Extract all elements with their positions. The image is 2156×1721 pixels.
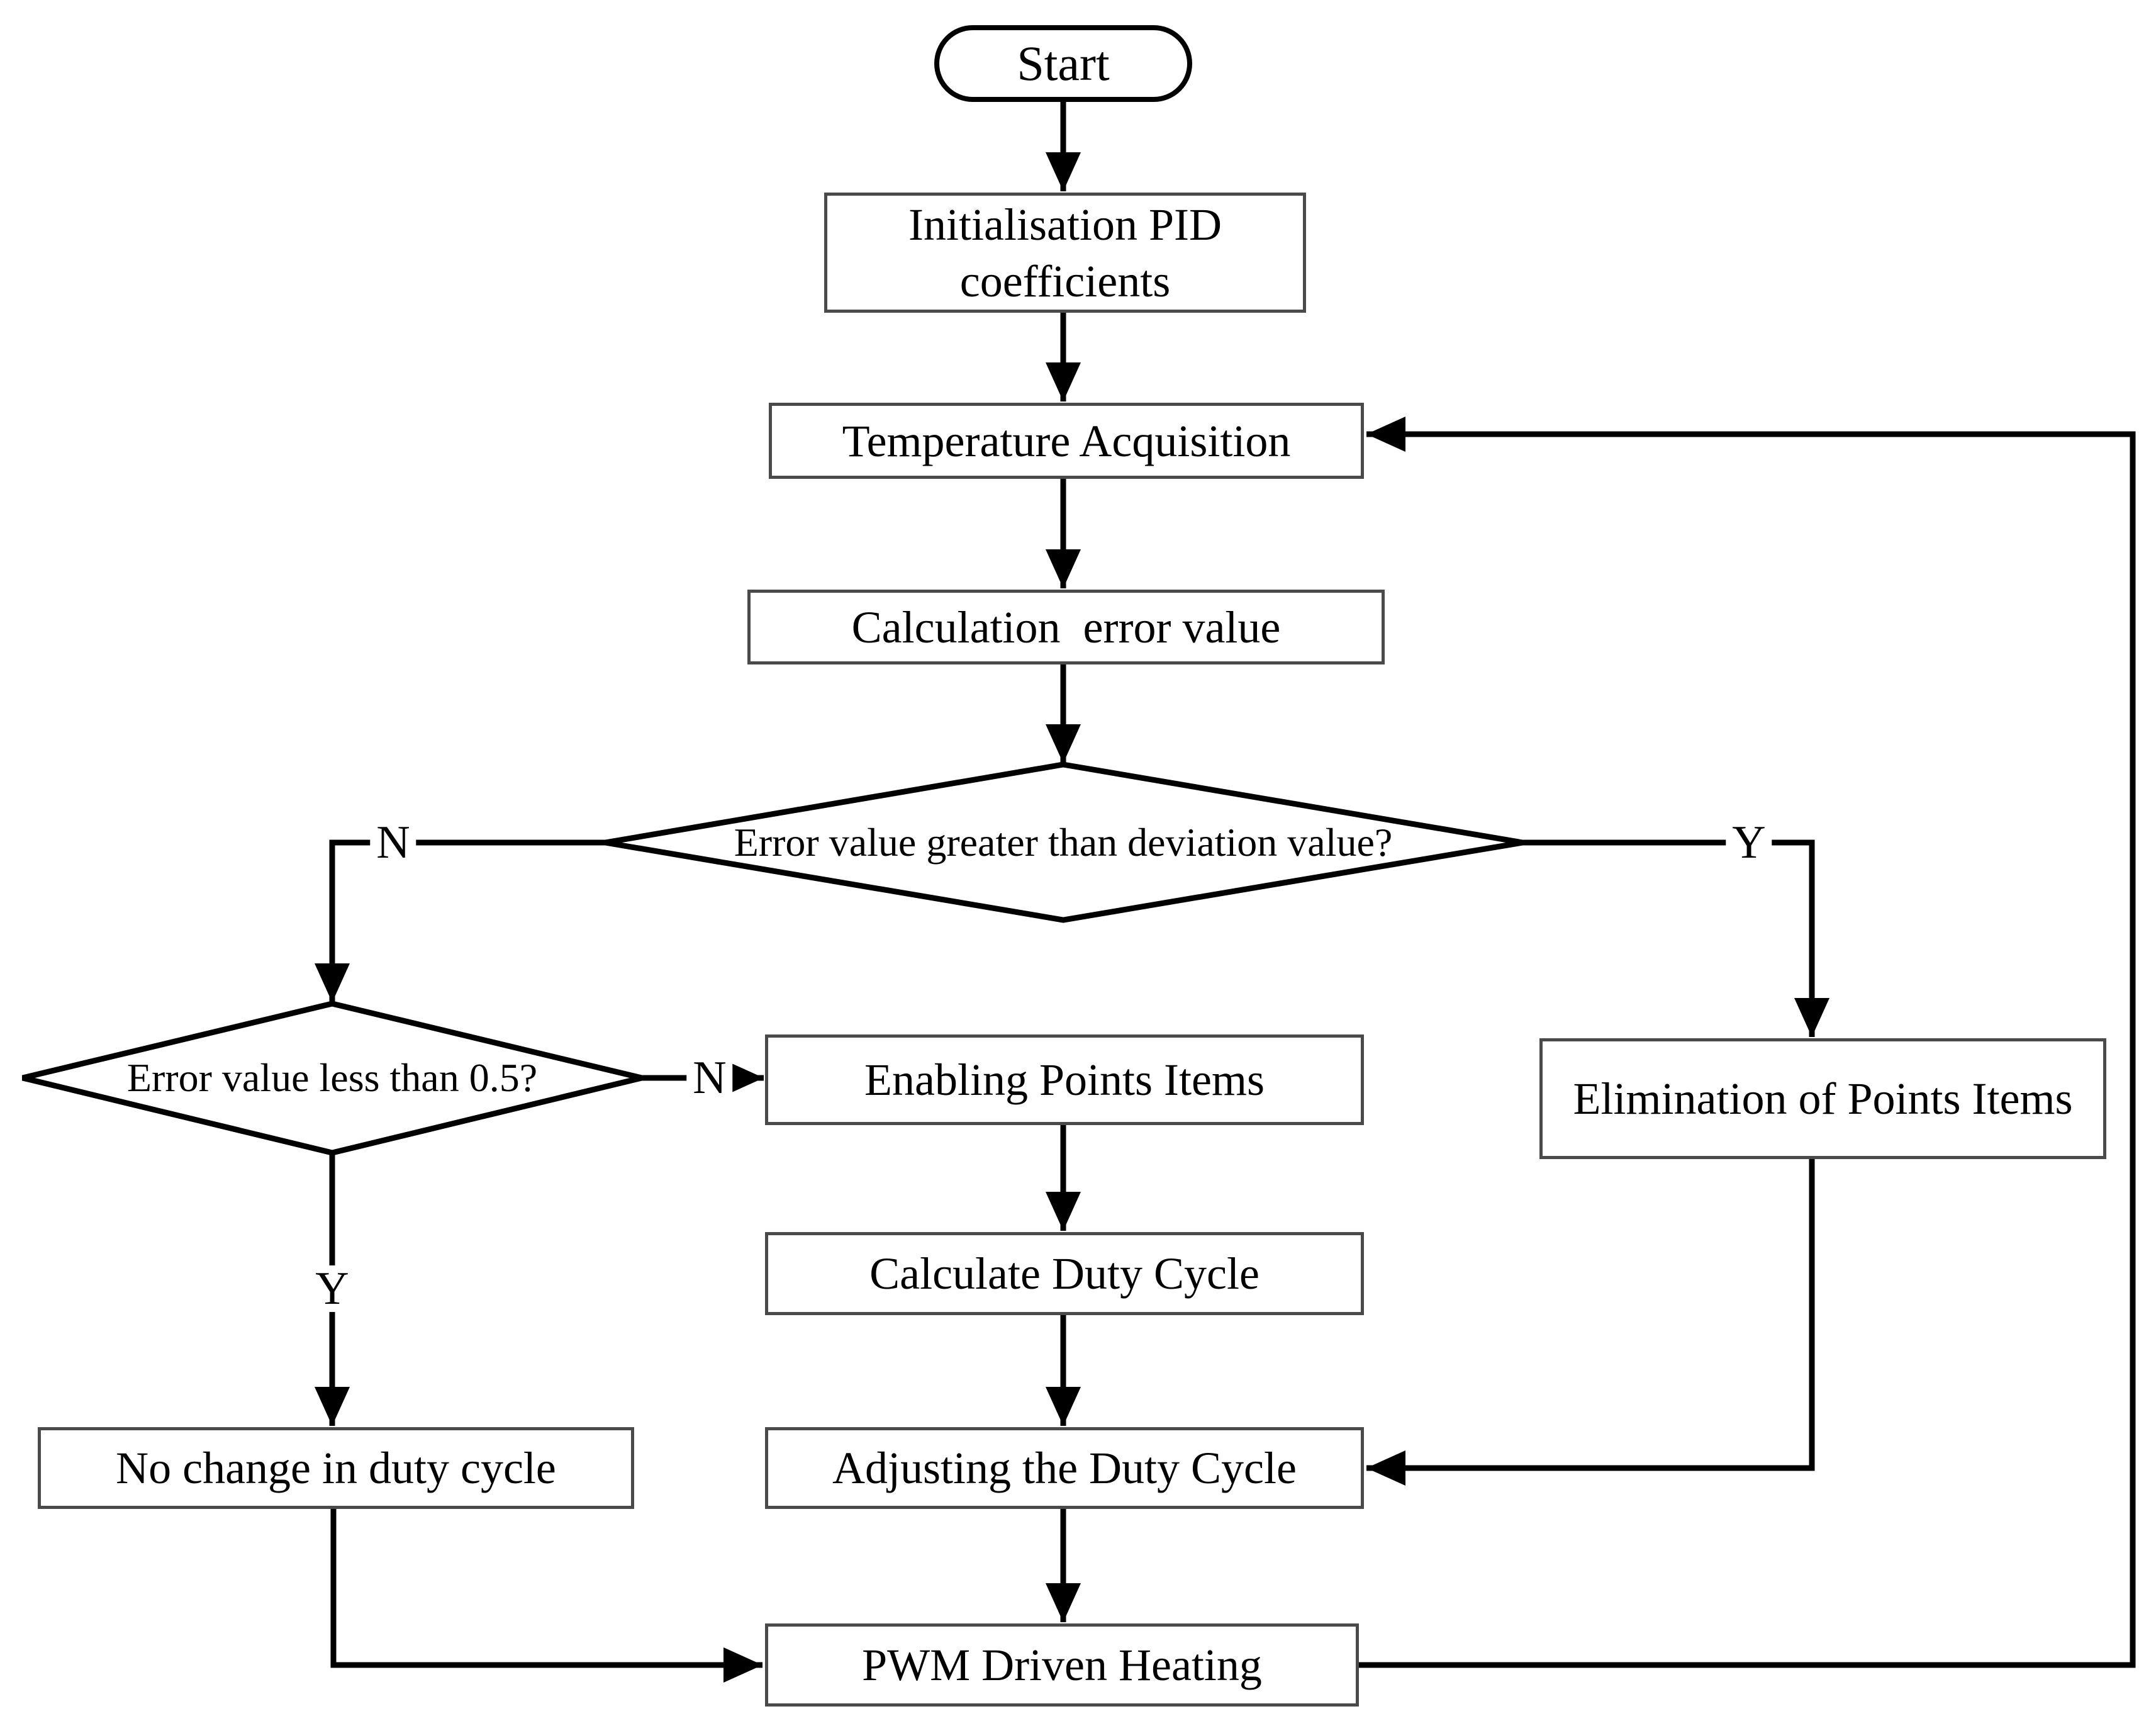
process-pwm-driven-heating: PWM Driven Heating — [765, 1623, 1359, 1707]
decision-half-label: Error value less than 0.5? — [126, 1055, 538, 1100]
process-enabling-points-items: Enabling Points Items — [765, 1034, 1364, 1125]
branch-label-deviation-no: N — [370, 819, 416, 866]
branch-label-half-no: N — [686, 1055, 733, 1101]
edge-deviation-yes-to-elimination — [1522, 839, 1829, 1037]
branch-label-deviation-yes: Y — [1726, 819, 1772, 866]
process-calculation-error-value: Calculation error value — [747, 590, 1385, 664]
edge-elimination-to-adjusting — [1366, 1159, 1815, 1486]
edge-nochange-to-pwm — [330, 1509, 762, 1683]
branch-label-half-yes: Y — [309, 1265, 355, 1312]
process-calculate-duty-cycle: Calculate Duty Cycle — [765, 1232, 1364, 1315]
process-temperature-acquisition: Temperature Acquisition — [769, 403, 1364, 479]
decision-deviation-diamond — [605, 761, 1523, 923]
edge-deviation-no-to-half — [315, 839, 605, 1002]
edge-pwm-loop-to-tempacq — [1359, 417, 2136, 1668]
process-no-change-in-duty-cycle: No change in duty cycle — [38, 1427, 634, 1509]
process-adjusting-the-duty-cycle: Adjusting the Duty Cycle — [765, 1427, 1364, 1509]
start-node: Start — [934, 25, 1192, 102]
process-elimination-of-points-items: Elimination of Points Items — [1539, 1038, 2106, 1159]
process-initialisation-pid: Initialisation PID coefficients — [824, 193, 1306, 313]
decision-deviation-label: Error value greater than deviation value… — [734, 820, 1393, 865]
decision-half-diamond — [21, 1001, 643, 1156]
